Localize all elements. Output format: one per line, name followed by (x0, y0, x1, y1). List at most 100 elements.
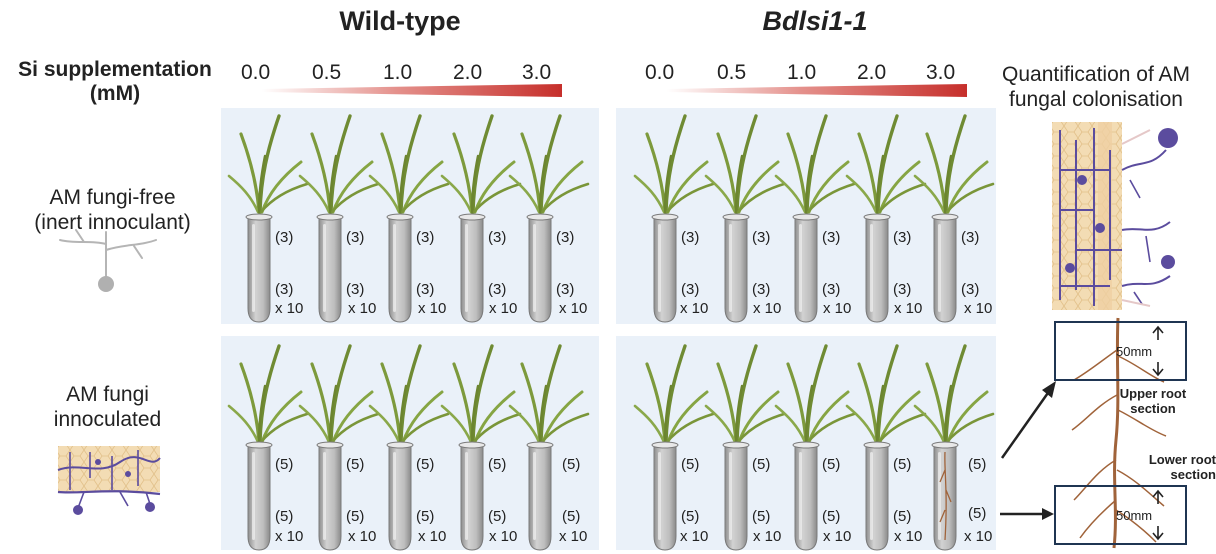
row-label-inoculated-line1: AM fungi (66, 383, 149, 406)
plant-icon (508, 344, 590, 444)
count-top: (3) (275, 229, 294, 246)
plant-icon (368, 344, 450, 444)
count-bottom: (3) (752, 281, 771, 298)
plant-icon (227, 344, 309, 444)
tube-icon (722, 441, 750, 551)
tube-icon (792, 213, 820, 323)
tube-icon (386, 441, 414, 551)
upper-root-label-line1: Upper root (1119, 386, 1187, 401)
plant-icon (633, 114, 715, 214)
plant-icon (227, 114, 309, 214)
count-top: (5) (822, 456, 841, 473)
tick-mut-4: 3.0 (926, 61, 956, 84)
lower-root-section-label: Lower root section (1090, 452, 1216, 482)
count-bottom: (5) (968, 505, 987, 522)
plant-icon (368, 114, 450, 214)
replicate-multiplier: x 10 (489, 528, 518, 545)
upper-root-label-line2: section (1130, 401, 1176, 416)
tube-icon (722, 213, 750, 323)
count-bottom: (3) (416, 281, 435, 298)
wild-type-header: Wild-type (339, 6, 461, 36)
plant-icon (774, 114, 856, 214)
count-bottom: (3) (346, 281, 365, 298)
tubes-inoculated (227, 344, 995, 551)
count-bottom: (3) (488, 281, 507, 298)
count-bottom: (3) (822, 281, 841, 298)
replicate-multiplier: x 10 (753, 528, 782, 545)
plant-icon (298, 344, 380, 444)
plant-icon (913, 344, 995, 444)
replicate-multiplier: x 10 (894, 300, 923, 317)
count-top: (3) (488, 229, 507, 246)
replicate-multiplier: x 10 (348, 528, 377, 545)
fungi-free-icon (59, 229, 157, 292)
plant-icon (774, 344, 856, 444)
count-top: (5) (968, 456, 987, 473)
count-top: (3) (681, 229, 700, 246)
plant-icon (845, 344, 927, 444)
si-label-line2: (mM) (89, 82, 141, 105)
upper-mm-label: 50mm (1116, 344, 1153, 359)
count-top: (3) (893, 229, 912, 246)
count-bottom: (3) (275, 281, 294, 298)
row-label-fungi-free-line1: AM fungi-free (49, 186, 176, 209)
count-bottom: (3) (893, 281, 912, 298)
count-bottom: (5) (275, 508, 294, 525)
count-bottom: (5) (752, 508, 771, 525)
quantification-title-line2: fungal colonisation (1009, 88, 1183, 111)
tube-icon (651, 213, 679, 323)
count-top: (5) (752, 456, 771, 473)
replicate-multiplier: x 10 (680, 300, 709, 317)
root-in-tube (939, 451, 952, 541)
count-bottom: (5) (893, 508, 912, 525)
tube-icon (792, 441, 820, 551)
replicate-multiplier: x 10 (275, 300, 304, 317)
tube-icon (863, 441, 891, 551)
lower-root-label-line2: section (1170, 467, 1216, 482)
count-top: (3) (752, 229, 771, 246)
replicate-multiplier: x 10 (894, 528, 923, 545)
tick-wt-2: 1.0 (383, 61, 413, 84)
count-top: (5) (893, 456, 912, 473)
count-bottom: (5) (681, 508, 700, 525)
inoculated-icon (57, 446, 161, 515)
replicate-multiplier: x 10 (680, 528, 709, 545)
tick-wt-0: 0.0 (241, 61, 271, 84)
plant-icon (440, 114, 522, 214)
quantification-title: Quantification of AM fungal colonisation (976, 62, 1216, 112)
plant-icon (633, 344, 715, 444)
plant-icon (298, 114, 380, 214)
tick-wt-1: 0.5 (312, 61, 342, 84)
count-top: (5) (681, 456, 700, 473)
tube-icon (526, 441, 554, 551)
tube-icon (386, 213, 414, 323)
tube-icon (458, 441, 486, 551)
tick-mut-3: 2.0 (857, 61, 887, 84)
count-top: (3) (822, 229, 841, 246)
plant-icon (440, 344, 522, 444)
replicate-multiplier: x 10 (275, 528, 304, 545)
count-top: (5) (488, 456, 507, 473)
replicate-multiplier: x 10 (964, 528, 993, 545)
replicate-multiplier: x 10 (489, 300, 518, 317)
count-bottom: (5) (822, 508, 841, 525)
count-top: (3) (416, 229, 435, 246)
tick-mut-2: 1.0 (787, 61, 817, 84)
replicate-multiplier: x 10 (823, 528, 852, 545)
si-label-line1: Si supplementation (18, 58, 212, 81)
tube-icon (316, 213, 344, 323)
count-bottom: (3) (681, 281, 700, 298)
row-label-fungi-free: AM fungi-free (inert innoculant) (5, 185, 220, 235)
si-supplementation-label: Si supplementation (mM) (5, 58, 225, 106)
count-bottom: (5) (562, 508, 581, 525)
count-top: (5) (346, 456, 365, 473)
replicate-multiplier: x 10 (559, 300, 588, 317)
upper-root-section-label: Upper root section (1090, 386, 1216, 416)
tube-icon (458, 213, 486, 323)
count-top: (3) (961, 229, 980, 246)
tube-icon (526, 213, 554, 323)
plant-icon (508, 114, 590, 214)
plant-icon (704, 114, 786, 214)
tube-icon (245, 213, 273, 323)
